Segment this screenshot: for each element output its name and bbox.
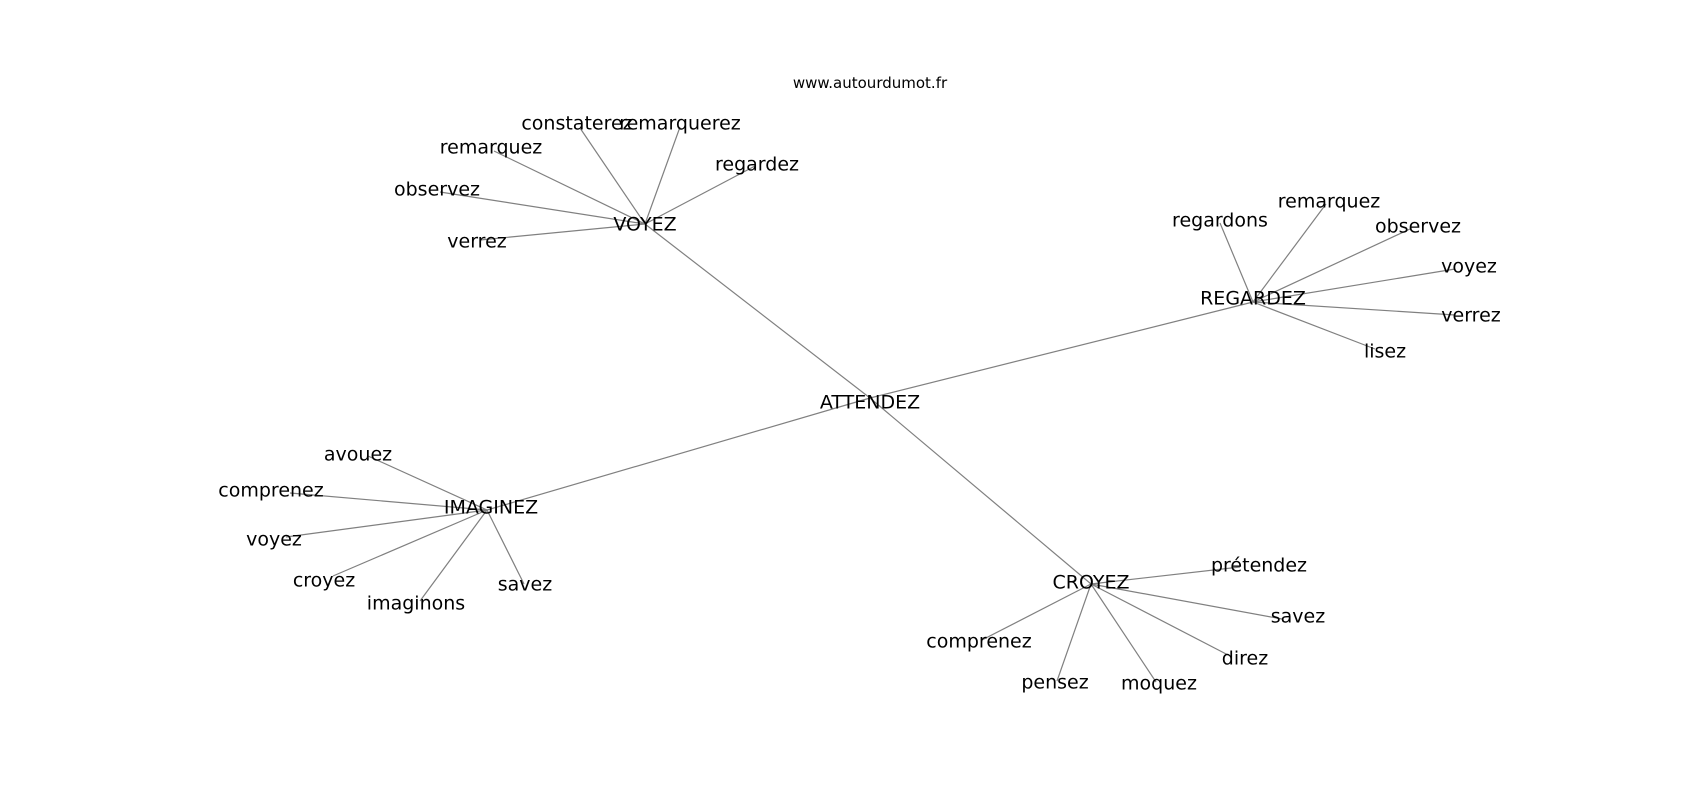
node-voyez-leaf-3[interactable]: regardez [715, 154, 799, 176]
node-croyez-leaf-5[interactable]: comprenez [926, 631, 1031, 653]
edge-attendez-imaginez [486, 397, 871, 511]
edge-attendez-croyez [869, 397, 1092, 585]
node-imaginez-leaf-4[interactable]: imaginons [367, 593, 465, 615]
edge-regardez-1 [1252, 203, 1327, 303]
node-croyez-leaf-0[interactable]: prétendez [1211, 555, 1307, 577]
edge-voyez-5 [479, 223, 646, 241]
edge-voyez-2 [493, 150, 646, 225]
edge-croyez-2 [1090, 583, 1231, 657]
edge-regardez-3 [1252, 268, 1456, 303]
node-croyez-leaf-2[interactable]: direz [1222, 648, 1268, 670]
node-imaginez-hub[interactable]: IMAGINEZ [444, 497, 538, 519]
node-voyez-leaf-5[interactable]: verrez [447, 231, 506, 253]
edge-regardez-4 [1252, 301, 1456, 316]
edge-imaginez-4 [419, 509, 488, 602]
node-imaginez-leaf-0[interactable]: avouez [324, 444, 392, 466]
edge-voyez-4 [439, 191, 646, 225]
edge-regardez-2 [1252, 228, 1411, 303]
edge-imaginez-2 [285, 509, 488, 538]
node-voyez-leaf-4[interactable]: observez [394, 179, 480, 201]
node-imaginez-leaf-5[interactable]: savez [498, 574, 552, 596]
node-croyez-hub[interactable]: CROYEZ [1052, 572, 1129, 594]
node-regardez-leaf-3[interactable]: voyez [1441, 256, 1497, 278]
edge-regardez-0 [1219, 222, 1254, 303]
edge-croyez-3 [1090, 583, 1157, 683]
edge-croyez-0 [1090, 566, 1241, 585]
edge-imaginez-3 [332, 509, 488, 577]
edge-regardez-5 [1252, 301, 1376, 350]
node-voyez-leaf-0[interactable]: constaterez [521, 113, 632, 135]
edge-croyez-4 [1056, 583, 1092, 682]
node-voyez-hub[interactable]: VOYEZ [613, 214, 676, 236]
node-regardez-leaf-4[interactable]: verrez [1441, 305, 1500, 327]
node-imaginez-leaf-1[interactable]: comprenez [218, 480, 323, 502]
node-voyez-leaf-2[interactable]: remarquez [440, 137, 543, 159]
edge-imaginez-1 [289, 492, 488, 511]
node-imaginez-leaf-2[interactable]: voyez [246, 529, 302, 551]
site-url: www.autourdumot.fr [793, 74, 948, 92]
node-regardez-hub[interactable]: REGARDEZ [1200, 288, 1306, 310]
edge-imaginez-5 [486, 509, 525, 585]
node-regardez-leaf-1[interactable]: remarquez [1278, 191, 1381, 213]
node-attendez-center[interactable]: ATTENDEZ [820, 392, 920, 414]
node-croyez-leaf-3[interactable]: moquez [1121, 673, 1197, 695]
edge-voyez-0 [579, 127, 646, 225]
edge-croyez-5 [981, 583, 1092, 641]
edge-imaginez-0 [367, 455, 488, 511]
node-regardez-leaf-2[interactable]: observez [1375, 216, 1461, 238]
edge-voyez-3 [644, 165, 756, 225]
node-regardez-leaf-0[interactable]: regardons [1172, 210, 1268, 232]
edge-croyez-1 [1090, 583, 1283, 620]
node-imaginez-leaf-3[interactable]: croyez [293, 570, 355, 592]
node-croyez-leaf-4[interactable]: pensez [1021, 672, 1088, 694]
edge-attendez-regardez [869, 301, 1254, 399]
node-croyez-leaf-1[interactable]: savez [1271, 606, 1325, 628]
edge-voyez-1 [644, 126, 681, 225]
node-voyez-leaf-1[interactable]: remarquerez [619, 113, 741, 135]
edge-attendez-voyez [644, 223, 871, 399]
node-regardez-leaf-5[interactable]: lisez [1364, 341, 1406, 363]
edges-layer [285, 126, 1456, 683]
